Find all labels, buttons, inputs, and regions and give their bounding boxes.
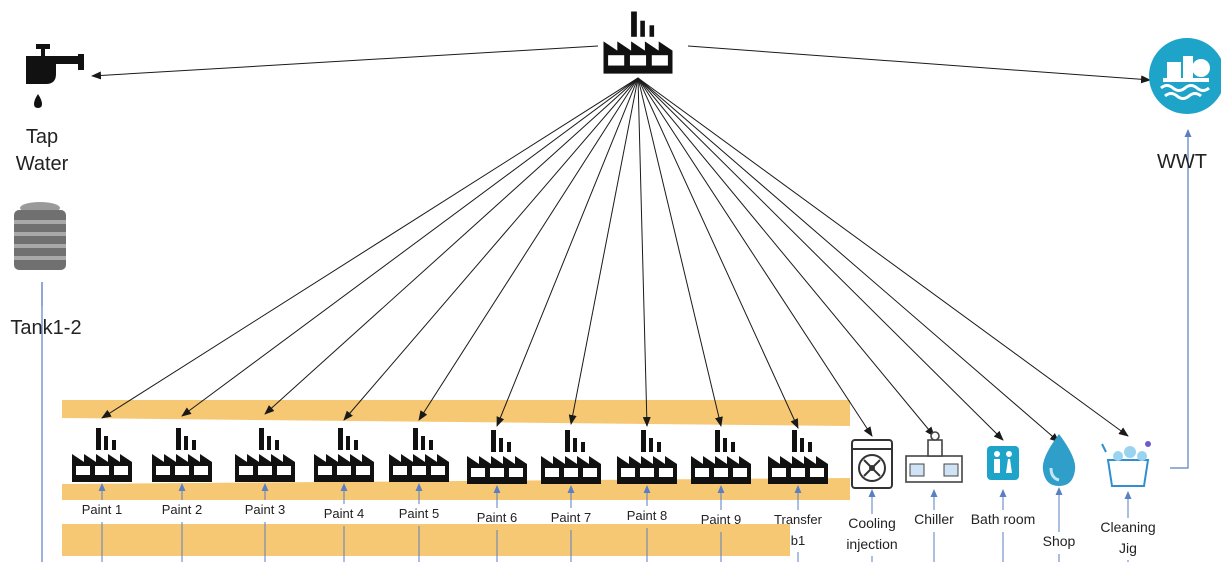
arrow-to-unit-14 — [637, 77, 1060, 443]
arrow-to-unit-9 — [637, 77, 723, 427]
arrow-to-unit-13 — [637, 77, 1004, 441]
arrow-to-unit-1 — [101, 77, 639, 419]
hub-arrows — [101, 77, 1129, 443]
unit-label: Paint 4 — [324, 506, 364, 521]
faucet-icon — [26, 44, 84, 108]
cleaning-bucket-icon — [1101, 441, 1151, 487]
factory-icon — [691, 430, 751, 484]
unit-label: Paint 1 — [82, 502, 122, 517]
unit-label-line2: Jig — [1119, 540, 1137, 556]
arrow-to-unit-15 — [637, 77, 1129, 437]
unit-label-line2: b1 — [791, 533, 805, 548]
feed-lines — [41, 282, 1132, 562]
unit-6: Paint 6 — [467, 430, 527, 525]
tap-label-line1: Tap — [26, 126, 58, 148]
storage-tank-icon — [14, 202, 66, 270]
factory-icon — [152, 428, 212, 482]
unit-7: Paint 7 — [541, 430, 601, 525]
tap-label-line2: Water — [16, 153, 69, 175]
unit-label: Paint 6 — [477, 510, 517, 525]
band-top — [62, 400, 850, 426]
unit-label: Paint 8 — [627, 508, 667, 523]
factory-icon — [314, 428, 374, 482]
unit-8: Paint 8 — [617, 430, 677, 523]
arrow-to-tap — [91, 45, 599, 80]
unit-12: Chiller — [905, 431, 963, 527]
unit-label: Paint 3 — [245, 502, 285, 517]
unit-label-line1: Transfer — [774, 512, 823, 527]
unit-13: Bath room — [971, 446, 1036, 527]
unit-label: Bath room — [971, 511, 1036, 527]
unit-4: Paint 4 — [314, 428, 374, 521]
factory-icon — [72, 428, 132, 482]
factory-icon — [541, 430, 601, 484]
band-bottom — [62, 524, 790, 556]
restroom-icon — [987, 446, 1019, 480]
unit-label: Paint 2 — [162, 502, 202, 517]
arrow-to-unit-5 — [418, 77, 639, 421]
water-drop-icon — [1042, 434, 1076, 486]
arrow-to-unit-2 — [181, 77, 639, 417]
factory-icon — [617, 430, 677, 484]
unit-label-line1: Cleaning — [1100, 519, 1155, 535]
arrow-to-unit-3 — [264, 77, 639, 415]
tank-label: Tank1-2 — [10, 317, 81, 339]
unit-9: Paint 9 — [691, 430, 751, 527]
unit-label-line1: Cooling — [848, 515, 895, 531]
factory-icon — [768, 430, 828, 484]
unit-3: Paint 3 — [235, 428, 295, 517]
factory-icon — [467, 430, 527, 484]
unit-10: Transfer b1 — [768, 430, 828, 548]
unit-label: Paint 5 — [399, 506, 439, 521]
unit-2: Paint 2 — [152, 428, 212, 517]
arrow-to-unit-11 — [637, 77, 873, 437]
arrow-to-unit-6 — [496, 77, 639, 427]
unit-label-line2: injection — [846, 536, 897, 552]
unit-label: Chiller — [914, 511, 954, 527]
unit-5: Paint 5 — [389, 428, 449, 521]
washing-machine-icon — [851, 439, 893, 489]
chiller-icon — [905, 431, 963, 483]
arrow-to-wwt — [687, 45, 1151, 84]
wastewater-treatment-icon — [1149, 38, 1221, 114]
unit-label: Shop — [1043, 533, 1076, 549]
unit-14: Shop — [1043, 434, 1076, 549]
unit-label: Paint 7 — [551, 510, 591, 525]
wwt-label: WWT — [1157, 151, 1207, 173]
unit-1: Paint 1 — [72, 428, 132, 517]
arrow-to-unit-7 — [568, 77, 639, 425]
process-units: Paint 1 Paint 2 Paint 3 Paint 4 Paint 5 Paint… — [72, 428, 1156, 556]
arrow-to-unit-12 — [637, 77, 935, 437]
arrow-to-unit-10 — [637, 77, 799, 429]
arrow-to-unit-8 — [637, 77, 651, 427]
arrow-to-unit-4 — [343, 77, 639, 421]
wwt-return-line — [1170, 129, 1192, 469]
factory-icon — [235, 428, 295, 482]
factory-icon — [389, 428, 449, 482]
unit-11: Cooling injection — [846, 439, 898, 552]
hub-factory-icon — [603, 11, 673, 74]
unit-label: Paint 9 — [701, 512, 741, 527]
